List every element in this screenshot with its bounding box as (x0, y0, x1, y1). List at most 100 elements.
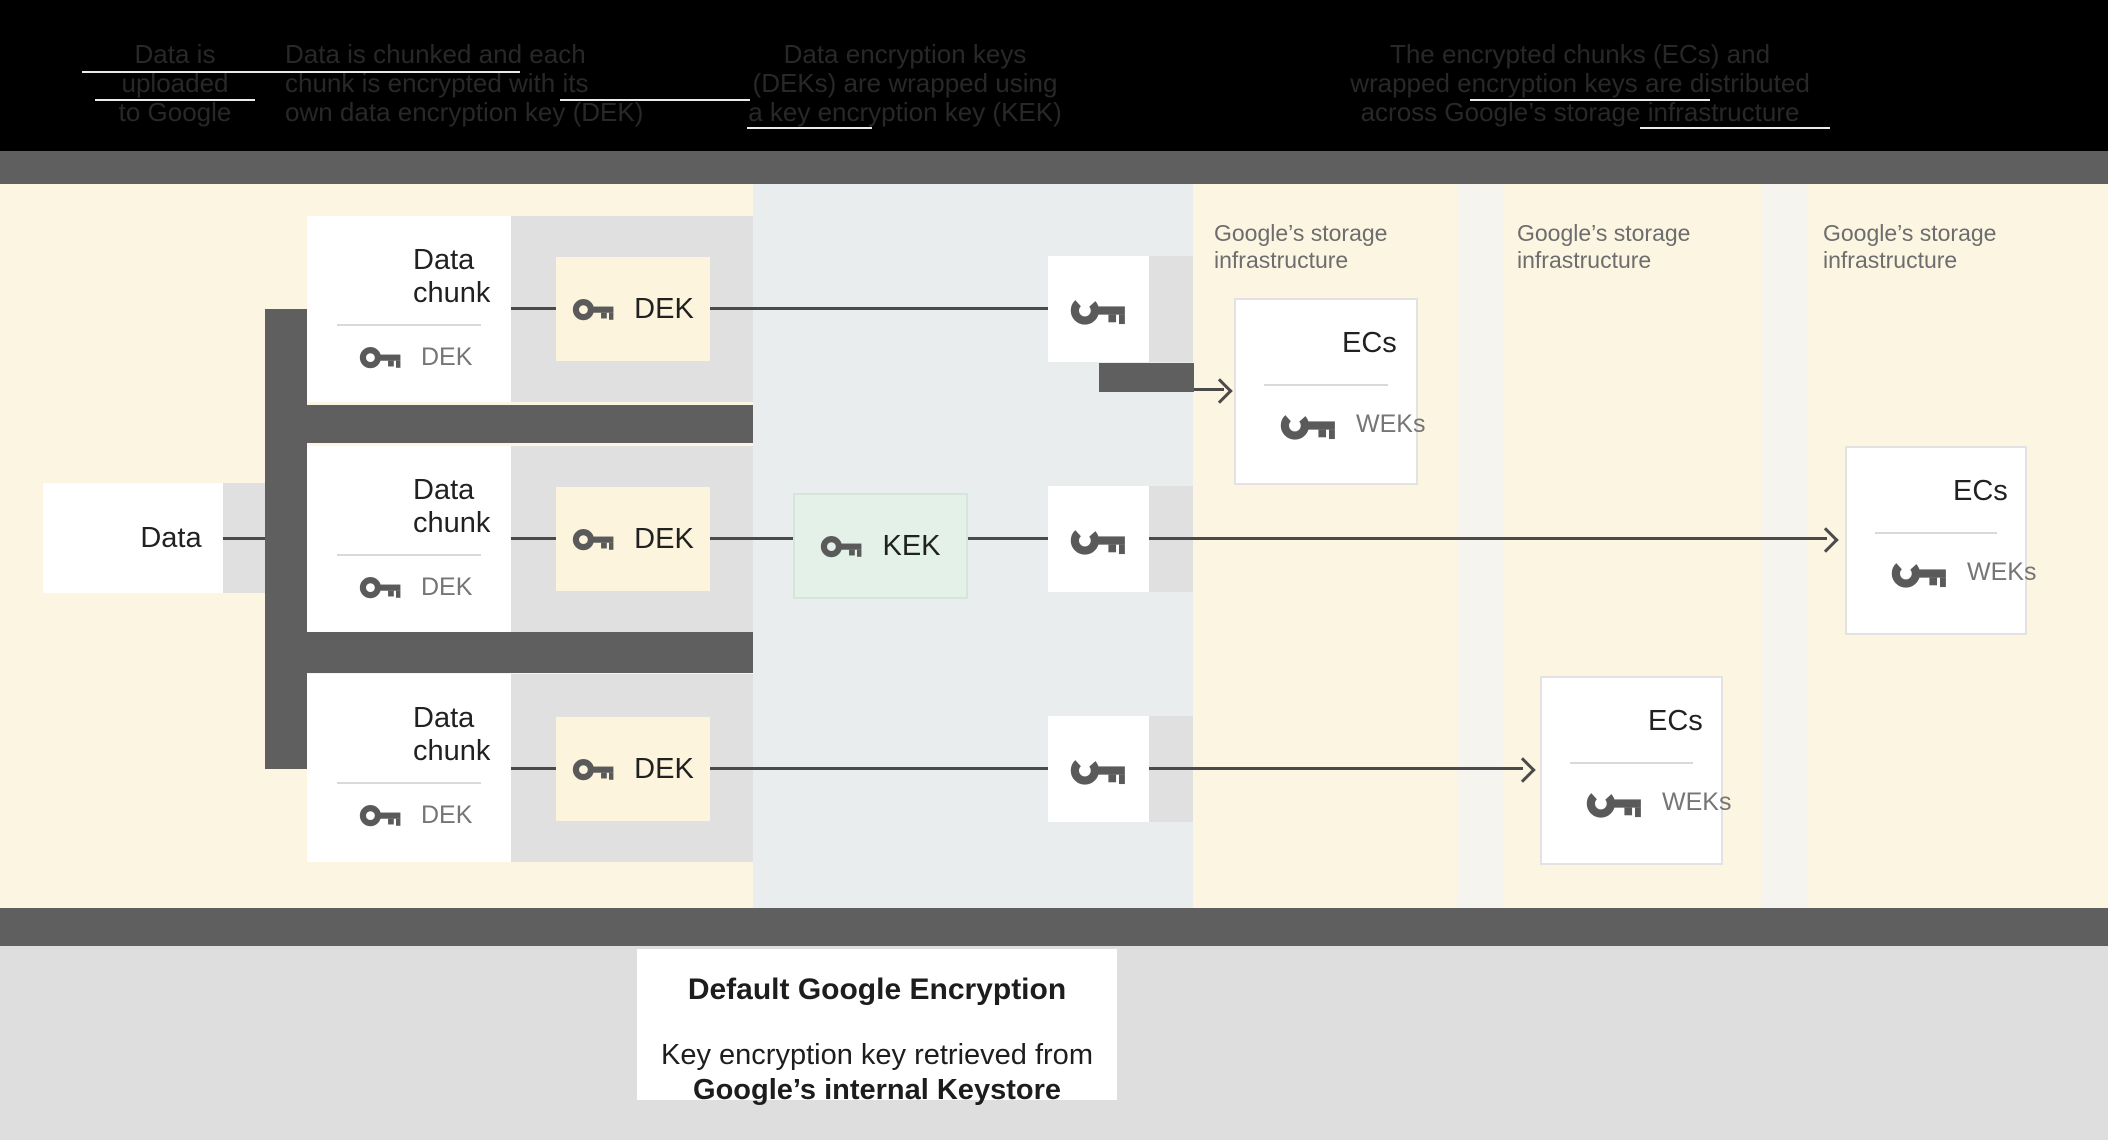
data-node-label: Data (140, 521, 202, 554)
ecs-label: ECs (1648, 705, 1703, 737)
key-row1-shadow (1149, 256, 1193, 362)
header-text-line: Data encryption keys (783, 39, 1027, 69)
divider (337, 554, 481, 556)
storage-label-line: Google’s storage (1214, 220, 1388, 246)
arrow3-line (1149, 767, 1523, 770)
storage-label: Google’s storage infrastructure (1214, 220, 1434, 274)
header-text-line: The encrypted chunks (ECs) and (1389, 39, 1771, 69)
caption-line1: Key encryption key retrieved from (661, 1039, 1093, 1071)
divider (1570, 762, 1693, 764)
header-underline (560, 99, 750, 101)
key-icon (1891, 559, 1946, 588)
data-chunk-node: Data chunk DEK (307, 216, 511, 402)
header-underline (1640, 127, 1830, 129)
top-divider-bar (0, 151, 2108, 184)
weks-label: WEKs (1356, 410, 1426, 438)
caption-line2: Google’s internal Keystore (693, 1074, 1061, 1106)
header-col-3: Data encryption keys (DEKs) are wrapped … (735, 40, 1075, 127)
storage-label: Google’s storage infrastructure (1517, 220, 1737, 274)
kek-node: KEK (793, 493, 968, 599)
ecs-label: ECs (1953, 475, 2008, 507)
key-icon (572, 528, 614, 550)
header-col-1: Data is uploaded to Google (80, 40, 270, 127)
divider (1264, 384, 1388, 386)
bottom-divider-bar (0, 908, 2108, 946)
storage-label: Google’s storage infrastructure (1823, 220, 2043, 274)
header-text-line: to Google (118, 97, 232, 127)
key-solid-icon-slot (359, 340, 403, 375)
header-text-line: wrapped encryption keys are distributed (1350, 68, 1810, 98)
header-text-line: (DEKs) are wrapped using (752, 68, 1058, 98)
storage-label-line: infrastructure (1214, 247, 1349, 273)
header-col-2: Data is chunked and each chunk is encryp… (285, 39, 644, 127)
chunk-label: Data chunk (413, 474, 491, 539)
header-underline (747, 127, 872, 129)
storage-label-line: Google’s storage (1823, 220, 1997, 246)
storage-column-separator (1457, 184, 1503, 908)
caption-box: Default Google Encryption Key encryption… (637, 949, 1117, 1106)
key-gap-icon-slot (1280, 402, 1338, 447)
data-chunk-node: Data chunk DEK (307, 674, 511, 862)
connector-dek1-to-key1 (710, 307, 1048, 310)
dek-node: DEK (556, 257, 710, 361)
connector-kek-to-key2 (968, 537, 1048, 540)
header-text-line: across Google’s storage infrastructure (1360, 97, 1800, 127)
key-icon (1280, 411, 1335, 440)
key-icon (572, 758, 614, 780)
arrow2-line (1149, 537, 1827, 540)
header-text-line: a key encryption key (KEK) (748, 97, 1062, 127)
storage-label-line: infrastructure (1517, 247, 1652, 273)
key-icon (572, 298, 614, 320)
data-node: Data (43, 483, 223, 593)
chunk-bracket-bar (265, 309, 307, 769)
key-gap-icon-slot (1586, 780, 1644, 825)
key-solid-icon-slot (359, 570, 403, 605)
wrapped-key-node (1048, 716, 1149, 822)
dek-label: DEK (634, 522, 694, 555)
key-icon (1586, 789, 1641, 818)
key-icon (359, 577, 401, 599)
storage-column-separator (1761, 184, 1807, 908)
header-underline (82, 71, 520, 73)
header-text-line: Data is (134, 39, 216, 69)
inter-row-bar-2 (265, 632, 753, 673)
data-chunk-node: Data chunk DEK (307, 446, 511, 632)
ecs-node: ECs WEKs (1540, 676, 1731, 865)
divider (337, 782, 481, 784)
key-solid-icon-slot (820, 529, 864, 564)
connector-dek2-to-kek (710, 537, 793, 540)
connector-chunk1-to-dek1 (511, 307, 556, 310)
key-solid-icon-slot (572, 752, 616, 787)
key-solid-icon-slot (359, 798, 403, 833)
caption-title: Default Google Encryption (687, 973, 1067, 1006)
storage-label-line: Google’s storage (1517, 220, 1691, 246)
header-col-4: The encrypted chunks (ECs) and wrapped e… (1300, 40, 1860, 127)
key-solid-icon-slot (572, 522, 616, 557)
header-text-line: Data is chunked and each (285, 39, 586, 69)
key-gap-icon-slot (1070, 747, 1128, 792)
header-band (0, 0, 2108, 151)
chunk-dek-label: DEK (421, 801, 473, 829)
wrapped-key-node (1048, 486, 1149, 592)
key-icon (359, 347, 401, 369)
connector-data-to-bracket (223, 537, 265, 540)
key-gap-icon-slot (1070, 517, 1128, 562)
connector-chunk3-to-dek3 (511, 767, 556, 770)
key-icon (821, 535, 862, 557)
key-icon (1070, 755, 1125, 785)
header-underline (1470, 99, 1710, 101)
dek-node: DEK (556, 487, 710, 591)
header-text-line: chunk is encrypted with its (285, 68, 589, 98)
header-text-line: own data encryption key (DEK) (285, 97, 644, 127)
ecs-node: ECs WEKs (1845, 446, 2036, 635)
ecs-label: ECs (1342, 327, 1397, 359)
key-icon (1070, 525, 1125, 555)
chunk-label: Data chunk (413, 702, 491, 767)
connector-chunk2-to-dek2 (511, 537, 556, 540)
dek-node: DEK (556, 717, 710, 821)
weks-label: WEKs (1967, 558, 2037, 586)
chunk-dek-label: DEK (421, 343, 473, 371)
kek-label: KEK (882, 529, 941, 562)
chunk-dek-label: DEK (421, 573, 473, 601)
